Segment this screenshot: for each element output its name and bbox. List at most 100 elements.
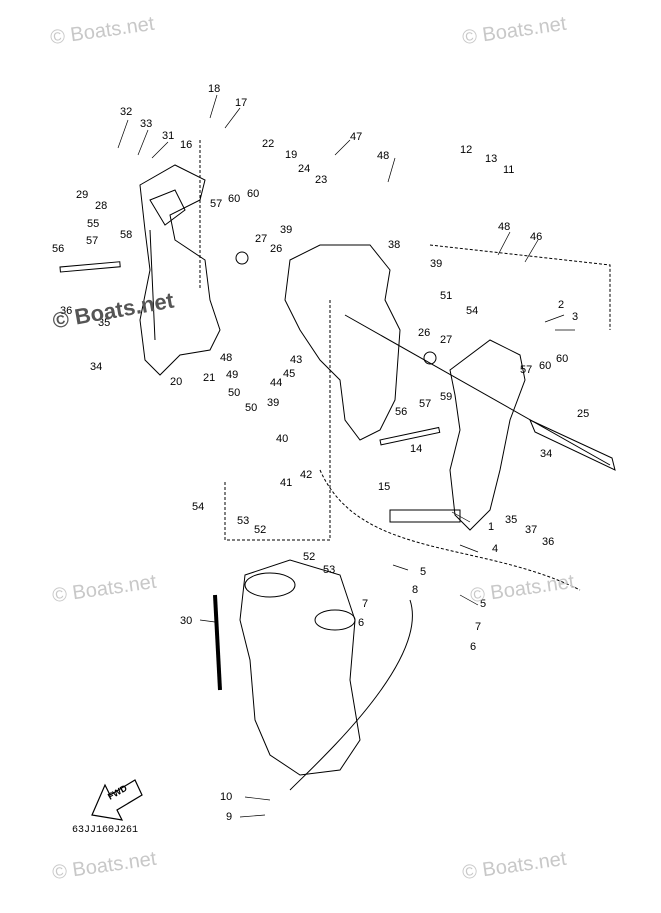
callout-57: 57 (86, 235, 98, 247)
callout-12: 12 (460, 144, 472, 156)
callout-7: 7 (362, 598, 368, 610)
left-bracket-edge (149, 229, 156, 341)
callout-32: 32 (120, 106, 132, 118)
callout-36: 36 (542, 536, 554, 548)
callout-21: 21 (203, 372, 215, 384)
callout-2: 2 (558, 299, 564, 311)
callout-3: 3 (572, 311, 578, 323)
callout-8: 8 (412, 584, 418, 596)
callout-43: 43 (290, 354, 302, 366)
callout-19: 19 (285, 149, 297, 161)
callout-49: 49 (226, 369, 238, 381)
callout-57: 57 (419, 398, 431, 410)
callout-44: 44 (270, 377, 282, 389)
callout-53: 53 (323, 564, 335, 576)
dashed-guide-4 (429, 244, 611, 330)
callout-42: 42 (300, 469, 312, 481)
callout-31: 31 (162, 130, 174, 142)
callout-47: 47 (350, 131, 362, 143)
tilt-tube (529, 419, 616, 471)
callout-27: 27 (255, 233, 267, 245)
fwd-arrow (91, 779, 143, 821)
callout-24: 24 (298, 163, 310, 175)
callout-16: 16 (180, 139, 192, 151)
callout-52: 52 (254, 524, 266, 536)
callout-13: 13 (485, 153, 497, 165)
callout-40: 40 (276, 433, 288, 445)
callout-57: 57 (520, 364, 532, 376)
callout-30: 30 (180, 615, 192, 627)
leader-lines (117, 94, 575, 818)
callout-28: 28 (95, 200, 107, 212)
clamp-band-30 (213, 594, 222, 691)
callout-37: 37 (525, 524, 537, 536)
callout-54: 54 (466, 305, 478, 317)
callout-34: 34 (90, 361, 102, 373)
callout-56: 56 (52, 243, 64, 255)
callout-53: 53 (237, 515, 249, 527)
callout-45: 45 (283, 368, 295, 380)
callout-17: 17 (235, 97, 247, 109)
callout-39: 39 (430, 258, 442, 270)
callout-36: 36 (60, 305, 72, 317)
callout-55: 55 (87, 218, 99, 230)
callout-56: 56 (395, 406, 407, 418)
callout-9: 9 (226, 811, 232, 823)
callout-60: 60 (539, 360, 551, 372)
bolt-56 (59, 261, 121, 273)
diagram-drawing (59, 94, 616, 821)
callout-14: 14 (410, 443, 422, 455)
callout-58: 58 (120, 229, 132, 241)
trim-cylinder-cap (314, 609, 356, 631)
callout-46: 46 (530, 231, 542, 243)
callout-41: 41 (280, 477, 292, 489)
callout-6: 6 (470, 641, 476, 653)
callout-50: 50 (245, 402, 257, 414)
callout-4: 4 (492, 543, 498, 555)
callout-34: 34 (540, 448, 552, 460)
diagram-code: 63JJ160J261 (72, 825, 139, 836)
fwd-label: FWD (106, 783, 129, 802)
dashed-guide-3 (319, 469, 581, 591)
callout-20: 20 (170, 376, 182, 388)
left-bracket-top-boss (149, 189, 186, 226)
ground-lead (289, 599, 413, 791)
callout-23: 23 (315, 174, 327, 186)
callout-57: 57 (210, 198, 222, 210)
callout-38: 38 (388, 239, 400, 251)
callout-35: 35 (505, 514, 517, 526)
callout-1: 1 (488, 521, 494, 533)
callout-22: 22 (262, 138, 274, 150)
callout-25: 25 (577, 408, 589, 420)
callout-26: 26 (270, 243, 282, 255)
callout-15: 15 (378, 481, 390, 493)
left-clamp-bracket (139, 164, 221, 376)
callout-54: 54 (192, 501, 204, 513)
tilt-tube-line (344, 314, 611, 466)
washer-27b (423, 351, 437, 365)
callout-52: 52 (303, 551, 315, 563)
callout-5: 5 (480, 598, 486, 610)
right-clamp-bracket (449, 339, 526, 531)
callout-18: 18 (208, 83, 220, 95)
callout-60: 60 (247, 188, 259, 200)
trim-motor-cap (244, 572, 296, 598)
stopper-4 (389, 509, 461, 523)
callout-39: 39 (267, 397, 279, 409)
callout-6: 6 (358, 617, 364, 629)
callout-29: 29 (76, 189, 88, 201)
callout-33: 33 (140, 118, 152, 130)
callout-60: 60 (228, 193, 240, 205)
callout-48: 48 (220, 352, 232, 364)
callout-51: 51 (440, 290, 452, 302)
callout-48: 48 (377, 150, 389, 162)
swivel-bracket (284, 244, 401, 441)
callout-10: 10 (220, 791, 232, 803)
callout-59: 59 (440, 391, 452, 403)
bolt-56b (379, 426, 441, 446)
callout-35: 35 (98, 317, 110, 329)
callout-60: 60 (556, 353, 568, 365)
callout-39: 39 (280, 224, 292, 236)
